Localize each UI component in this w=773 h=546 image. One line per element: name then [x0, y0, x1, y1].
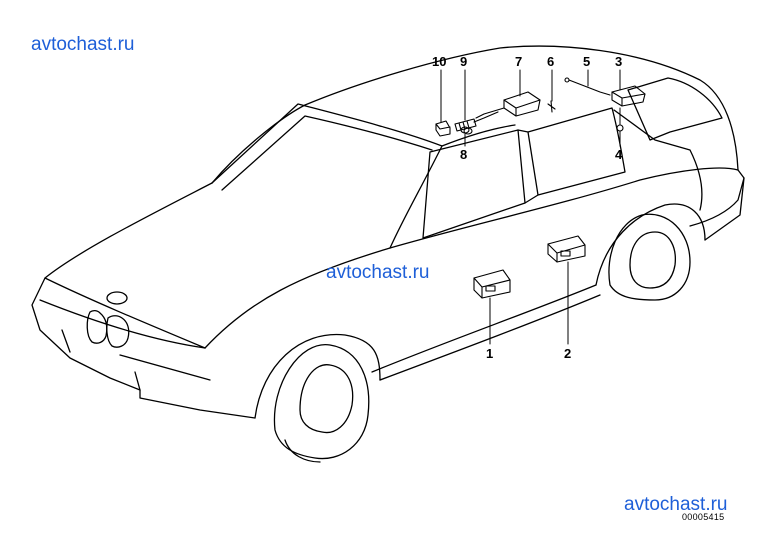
part-5-rod	[564, 77, 611, 96]
watermark-top-left: avtochast.ru	[31, 34, 135, 55]
rear-door-window	[527, 107, 626, 196]
beltline	[389, 167, 739, 249]
rocker-sill	[379, 294, 601, 381]
callout-7: 7	[515, 54, 523, 69]
front-tire-outer	[273, 344, 370, 460]
rear-body	[689, 169, 745, 227]
part-4-nut	[616, 124, 624, 132]
callout-5: 5	[583, 54, 591, 69]
front-wheel-arch	[254, 333, 381, 419]
part-2-door-module	[547, 235, 586, 263]
front-tire-inner	[299, 364, 354, 434]
kidney-grille-right	[106, 315, 130, 348]
watermark-center: avtochast.ru	[326, 262, 430, 283]
callout-9: 9	[460, 54, 468, 69]
callout-1: 1	[486, 346, 494, 361]
callout-2: 2	[564, 346, 572, 361]
rear-wheel-arch	[595, 203, 706, 286]
callout-3: 3	[615, 54, 623, 69]
part-3-actuator	[611, 85, 646, 107]
hood-emblem	[106, 291, 128, 305]
part-7-control-unit	[473, 91, 541, 123]
roof-line	[211, 45, 739, 184]
leader-lines	[440, 69, 621, 345]
front-fascia	[31, 277, 256, 419]
rear-tire-outer	[608, 213, 691, 301]
part-6-screw	[547, 100, 556, 113]
callout-6: 6	[547, 54, 555, 69]
callout-4: 4	[615, 147, 623, 162]
part-1-door-module	[473, 269, 511, 299]
rear-window	[627, 77, 723, 141]
callout-10: 10	[432, 54, 447, 69]
front-door-window	[422, 129, 526, 239]
part-9-sensor	[454, 118, 477, 132]
document-id: 00005415	[682, 512, 725, 522]
watermark-bottom-right: avtochast.ru	[624, 494, 728, 515]
windshield	[211, 103, 443, 249]
rear-tire-inner	[629, 231, 676, 289]
callout-8: 8	[460, 147, 468, 162]
part-10-bracket	[435, 120, 451, 137]
kidney-grille-left	[86, 309, 108, 344]
hood	[44, 182, 213, 349]
